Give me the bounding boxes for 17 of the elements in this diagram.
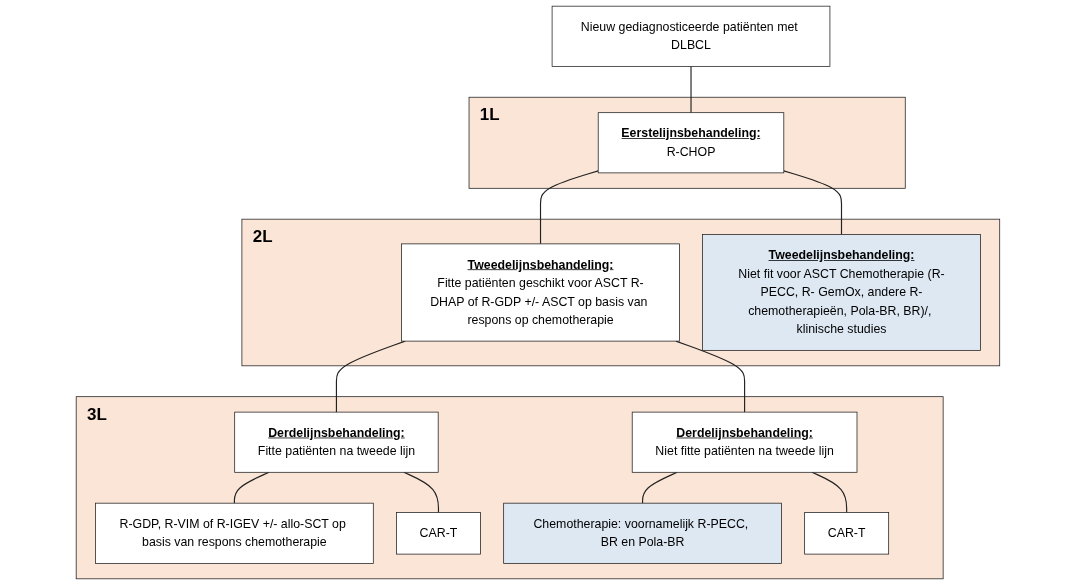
node-box: Eerstelijnsbehandeling: R-CHOP [597,112,784,174]
connector [539,170,599,245]
connector [782,170,842,236]
node-box: R-GDP, R-VIM of R-IGEV +/- allo-SCT op basis van respons chemotherapie [94,502,374,564]
node-box: Derdelijnsbehandeling: Fitte patiënten na tweede lijn [233,411,439,473]
node-box: Tweedelijnsbehandeling: Fitte patiënten geschikt voor ASCT R-DHAP of R-GDP +/- ASCT op basis van respons op chemotherapie [400,243,680,342]
node-box: CAR-T [803,512,889,555]
connector [689,65,692,114]
connector [641,471,678,504]
connector [335,340,406,413]
node-box: CAR-T [395,512,481,555]
node-box: Derdelijnsbehandeling: Niet fitte patiënten na tweede lijn [631,411,857,473]
node-box: Tweedelijnsbehandeling: Niet fit voor ASCT Chemotherapie (R-PECC, R- GemOx, andere R-chemotherapieën, Pola-BR, BR)/, klinische studies [701,234,981,351]
node-box: Nieuw gediagnosticeerde patiënten met DLBCL [551,5,830,67]
connector [233,471,270,504]
node-box: Chemotherapie: voornamelijk R-PECC, BR en Pola-BR [502,502,782,564]
connector [811,471,847,514]
